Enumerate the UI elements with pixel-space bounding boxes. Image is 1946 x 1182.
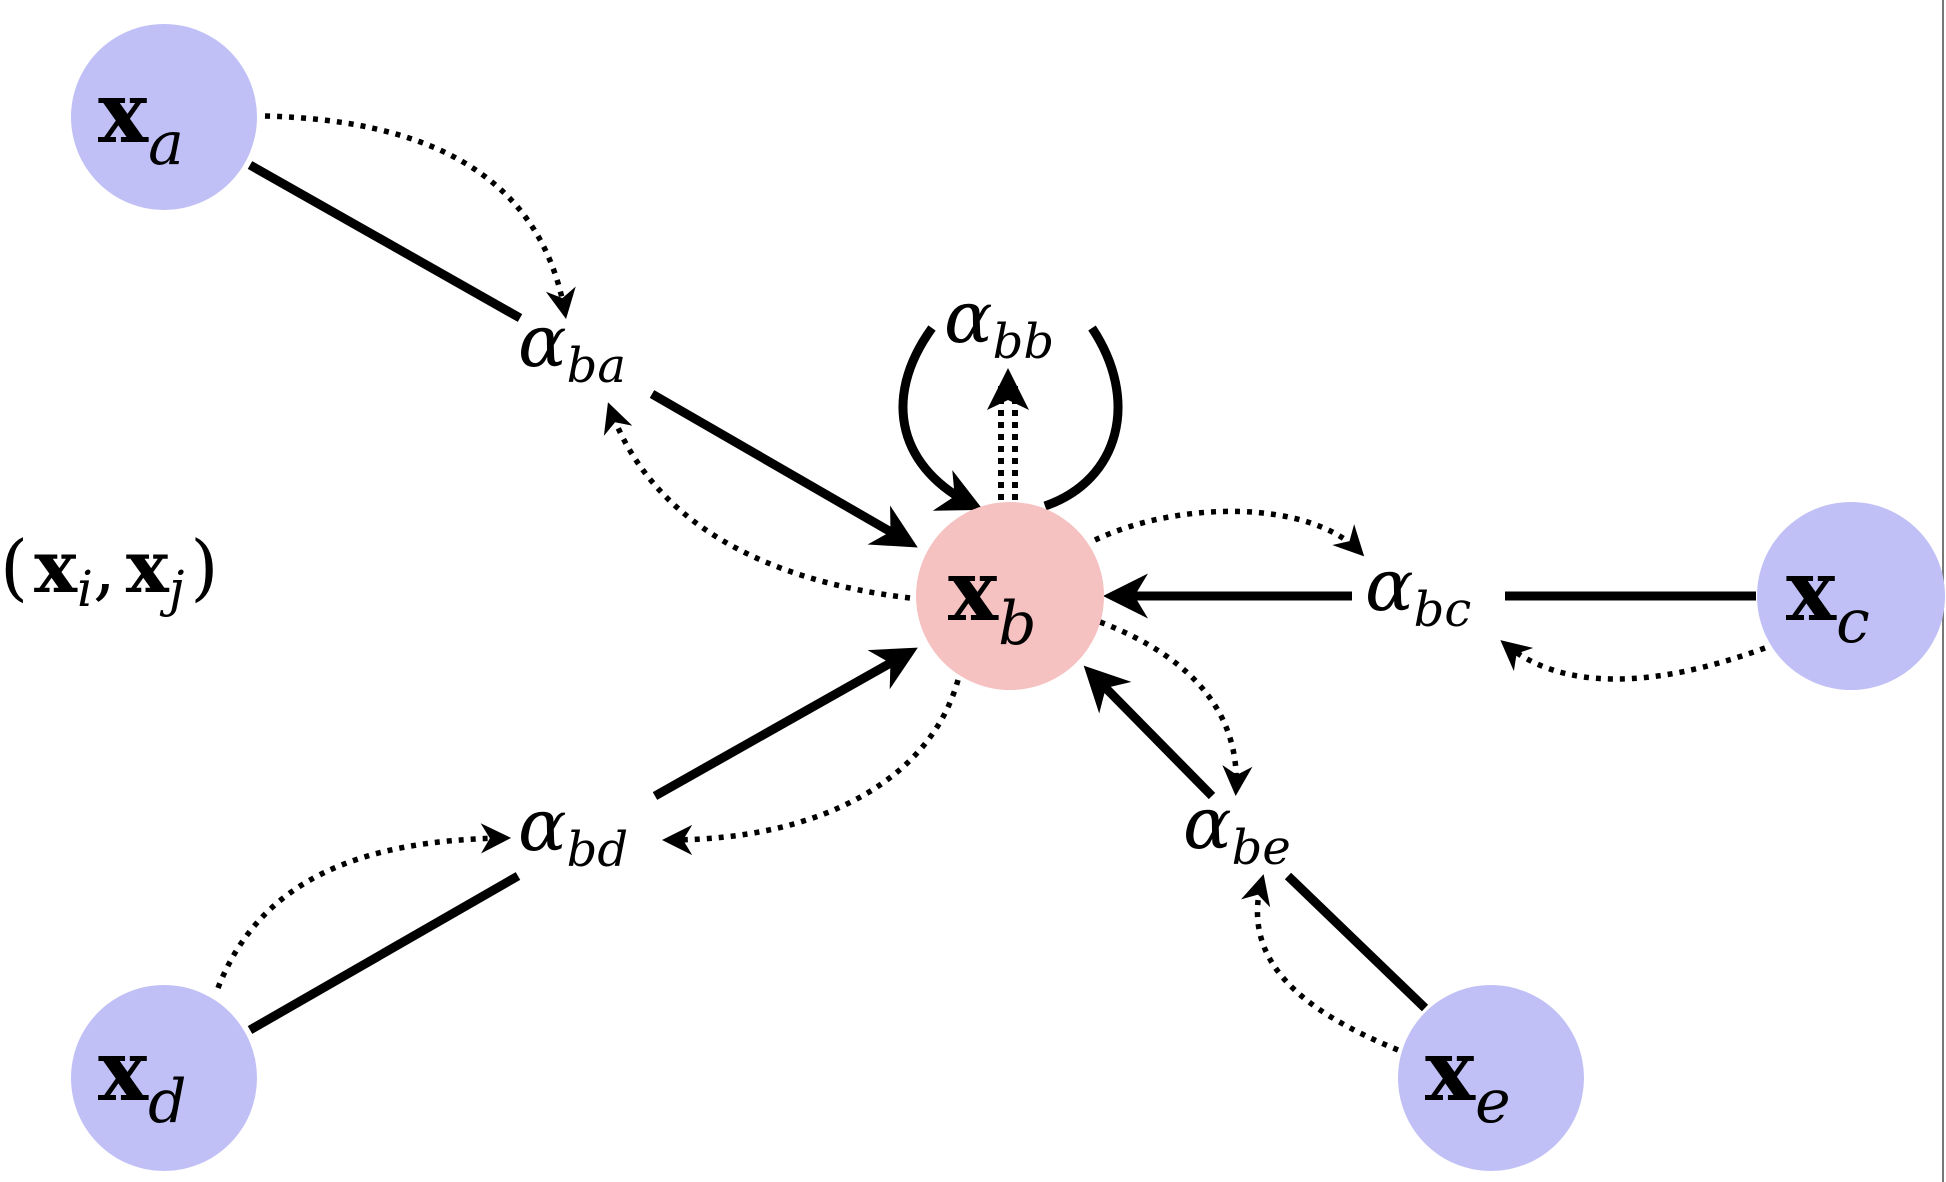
svg-text:xa: xa xyxy=(98,63,184,179)
edge-e-to-alpha-be xyxy=(1284,872,1429,1012)
pair-x-j: x xyxy=(126,524,170,609)
pair-close-paren: ) xyxy=(190,525,218,609)
dotted-e-to-alpha-be xyxy=(1241,874,1400,1053)
self-loop-right xyxy=(1043,325,1123,511)
pair-x-i: x xyxy=(34,524,78,609)
node-d-sub: d xyxy=(148,1067,186,1137)
dotted-b-to-alpha-ba xyxy=(603,402,911,601)
node-d-circle xyxy=(71,985,257,1171)
node-a-sub: a xyxy=(148,109,184,179)
node-e-main: x xyxy=(1425,1021,1476,1120)
alpha-be-main: α xyxy=(1183,781,1232,865)
pair-comma: , xyxy=(93,525,116,609)
alpha-bb-sub: bb xyxy=(993,314,1054,370)
dotted-b-to-alpha-bc xyxy=(1093,508,1365,557)
node-a: xa xyxy=(71,24,257,210)
node-c-sub: c xyxy=(1836,587,1870,657)
pair-i-sub: i xyxy=(77,560,93,618)
node-b-main: x xyxy=(948,541,999,640)
edge-alpha-be-to-b xyxy=(1083,665,1216,800)
dotted-b-to-alpha-bd xyxy=(661,679,961,856)
node-d-main: x xyxy=(98,1021,149,1120)
svg-text:xb: xb xyxy=(948,541,1037,659)
alpha-bc-label: αbc xyxy=(1365,543,1471,638)
alpha-bd-main: α xyxy=(518,783,567,867)
svg-text:xd: xd xyxy=(98,1021,187,1137)
alpha-bd-label: αbd xyxy=(518,783,628,878)
self-loop-left xyxy=(898,325,984,511)
alpha-bb-label: αbb xyxy=(944,275,1054,370)
dotted-b-to-alpha-be xyxy=(1099,619,1253,797)
alpha-be-label: αbe xyxy=(1183,781,1291,876)
alpha-be-sub: be xyxy=(1232,820,1291,876)
dotted-c-to-alpha-bc xyxy=(1500,640,1766,682)
svg-text:xc: xc xyxy=(1786,541,1870,657)
node-e: xe xyxy=(1398,985,1584,1171)
node-b: xb xyxy=(916,502,1104,690)
alpha-ba-sub: ba xyxy=(567,338,626,394)
node-c-main: x xyxy=(1786,541,1837,640)
node-a-main: x xyxy=(98,63,149,162)
node-b-circle xyxy=(916,502,1104,690)
node-b-sub: b xyxy=(998,589,1036,659)
node-d: xd xyxy=(71,985,257,1171)
alpha-bc-main: α xyxy=(1365,543,1414,627)
edge-alpha-ba-to-b xyxy=(649,390,918,548)
pair-label: (xi,xj) xyxy=(0,524,218,618)
dotted-a-to-alpha-ba xyxy=(264,113,576,319)
node-c-circle xyxy=(1757,502,1945,690)
alpha-bb-arrowhead xyxy=(987,368,1029,410)
dotted-d-to-alpha-bd xyxy=(215,823,512,989)
pair-open-paren: ( xyxy=(0,525,28,609)
node-e-sub: e xyxy=(1475,1067,1511,1137)
alpha-bb-main: α xyxy=(944,275,993,359)
node-a-circle xyxy=(71,24,257,210)
edge-a-to-alpha-ba xyxy=(247,161,523,322)
edge-alpha-bd-to-b xyxy=(652,647,918,800)
alpha-bd-sub: bd xyxy=(567,822,628,878)
alpha-bc-sub: bc xyxy=(1414,582,1472,638)
edge-d-to-alpha-bd xyxy=(247,872,521,1034)
node-e-circle xyxy=(1398,985,1584,1171)
alpha-ba-main: α xyxy=(518,299,567,383)
node-c: xc xyxy=(1757,502,1945,690)
svg-text:xe: xe xyxy=(1425,1021,1511,1137)
alpha-ba-label: αba xyxy=(518,299,626,394)
